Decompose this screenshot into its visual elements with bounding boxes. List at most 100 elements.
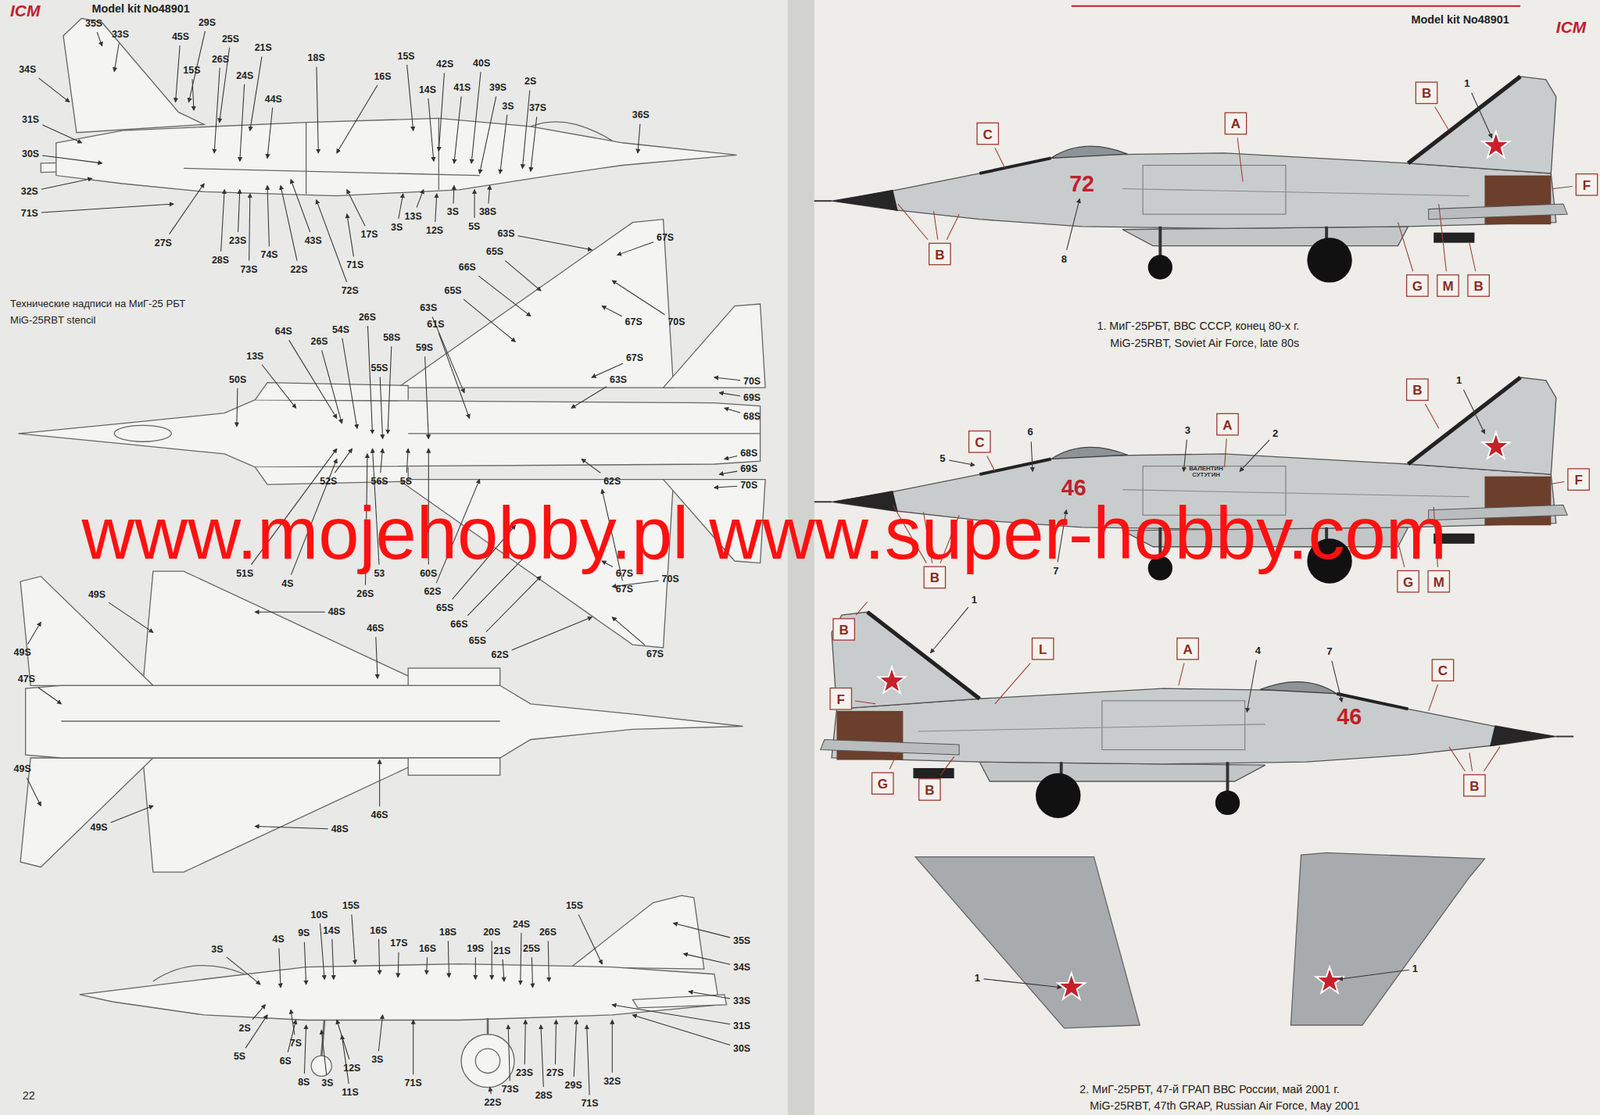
- leader-line: [334, 448, 352, 473]
- drawing-part: [408, 758, 500, 776]
- stencil-number: 25S: [522, 943, 541, 955]
- callout-letter: A: [1182, 642, 1192, 656]
- leader-line: [520, 933, 522, 985]
- stencil-number: 18S: [439, 927, 457, 938]
- stencil-number: 70S: [667, 316, 685, 328]
- leader-line: [511, 617, 592, 651]
- callout-letter: A: [1222, 418, 1232, 432]
- drawing-part: [63, 17, 205, 133]
- leader-line: [347, 189, 366, 226]
- leader-line: [486, 576, 541, 633]
- leader-line: [889, 751, 899, 770]
- leader-line: [855, 701, 876, 705]
- drawing-part: [17, 400, 760, 468]
- leader-line: [336, 85, 378, 154]
- callout-letter: G: [1412, 279, 1423, 293]
- stencil-number: 71S: [404, 1077, 423, 1089]
- stencil-number: 65S: [468, 635, 487, 647]
- leader-line: [587, 1025, 591, 1096]
- stencil-number: 39S: [489, 82, 507, 94]
- leader-line: [1183, 440, 1187, 472]
- caption: 1. МиГ-25РБТ, ВВС СССР, конец 80-х г.: [1096, 319, 1300, 333]
- leader-line: [554, 1020, 556, 1065]
- stencil-number: 60S: [419, 568, 437, 580]
- stencil-number: 24S: [512, 919, 530, 931]
- leader-line: [351, 914, 355, 964]
- stencil-number: 48S: [331, 823, 349, 835]
- stencil-number: 45S: [171, 31, 190, 43]
- leader-line: [540, 1025, 544, 1088]
- leader-line: [524, 1020, 526, 1065]
- callout-letter-box: A: [1216, 413, 1239, 437]
- leader-line: [27, 622, 41, 645]
- stencil-number: 73S: [501, 1084, 520, 1096]
- leader-line: [236, 388, 238, 427]
- callout-letter: B: [1469, 779, 1479, 793]
- leader-line: [175, 45, 181, 102]
- stencil-number: 49S: [88, 589, 106, 601]
- callout-letter: F: [837, 692, 845, 706]
- leader-line: [114, 42, 119, 72]
- leader-line: [1469, 752, 1473, 771]
- leader-line: [1547, 482, 1565, 486]
- stencil-number: 46S: [371, 809, 389, 821]
- leader-line: [1224, 438, 1228, 468]
- leader-line: [995, 147, 1006, 169]
- callout-letter: C: [974, 435, 985, 449]
- stencil-number: 6S: [279, 1055, 292, 1067]
- leader-line: [1438, 204, 1447, 272]
- stencil-number: 71S: [580, 1098, 598, 1110]
- drawing-part: [1316, 967, 1344, 994]
- stencil-number: 16S: [373, 71, 391, 83]
- side-view-top: [40, 17, 737, 196]
- stencil-number: 17S: [360, 229, 378, 240]
- stencil-number: 64S: [275, 325, 293, 337]
- leader-line: [522, 90, 530, 169]
- stencil-number: 33S: [733, 995, 751, 1007]
- header-text: Model kit No48901: [1410, 13, 1509, 27]
- stencil-number: 5S: [233, 1051, 246, 1063]
- leader-line: [940, 757, 955, 776]
- leader-line: [238, 189, 240, 233]
- stencil-number: 43S: [304, 235, 323, 247]
- drawing-part: [814, 76, 1568, 283]
- leader-line: [304, 942, 306, 985]
- leader-line: [254, 826, 328, 829]
- stencil-number: 68S: [740, 447, 758, 459]
- leader-line: [425, 957, 428, 975]
- stencil-number: 69S: [740, 463, 758, 475]
- stencil-number: 15S: [342, 900, 360, 912]
- leader-line: [612, 1020, 613, 1073]
- aircraft-number: 72: [1069, 171, 1095, 197]
- stencil-number: 5S: [400, 476, 412, 487]
- callout-letter-box: G: [1406, 274, 1429, 298]
- stencil-number: 41S: [453, 82, 471, 94]
- stencil-number: 4S: [272, 934, 285, 945]
- leader-line: [995, 663, 1031, 705]
- logo: ICM: [10, 2, 40, 22]
- leader-line: [724, 455, 738, 459]
- stencil-number: 8S: [297, 1077, 310, 1089]
- plan-view-top: [17, 219, 766, 648]
- drawing-part: [1290, 852, 1485, 1026]
- drawing-part: [153, 966, 245, 982]
- drawing-part: [79, 964, 720, 1021]
- stencil-number: 16S: [369, 924, 387, 936]
- callout-number: 7: [1052, 565, 1059, 577]
- leader-line: [453, 186, 455, 205]
- stencil-number: 42S: [436, 58, 454, 70]
- stencil-number: 54S: [332, 323, 350, 335]
- stencil-number: 13S: [404, 211, 423, 222]
- callout-letter-box: C: [1431, 658, 1455, 682]
- leader-line: [581, 458, 601, 473]
- leader-line: [531, 957, 533, 988]
- stencil-number: 34S: [733, 961, 751, 973]
- stencil-number: 32S: [21, 186, 39, 197]
- underside-view: [20, 571, 743, 873]
- leader-line: [438, 332, 469, 419]
- drawing-part: [60, 720, 500, 722]
- leader-line: [398, 193, 404, 219]
- stencil-number: 2S: [238, 1023, 251, 1035]
- leader-line: [1483, 747, 1500, 772]
- stencil-number: 4S: [281, 578, 294, 590]
